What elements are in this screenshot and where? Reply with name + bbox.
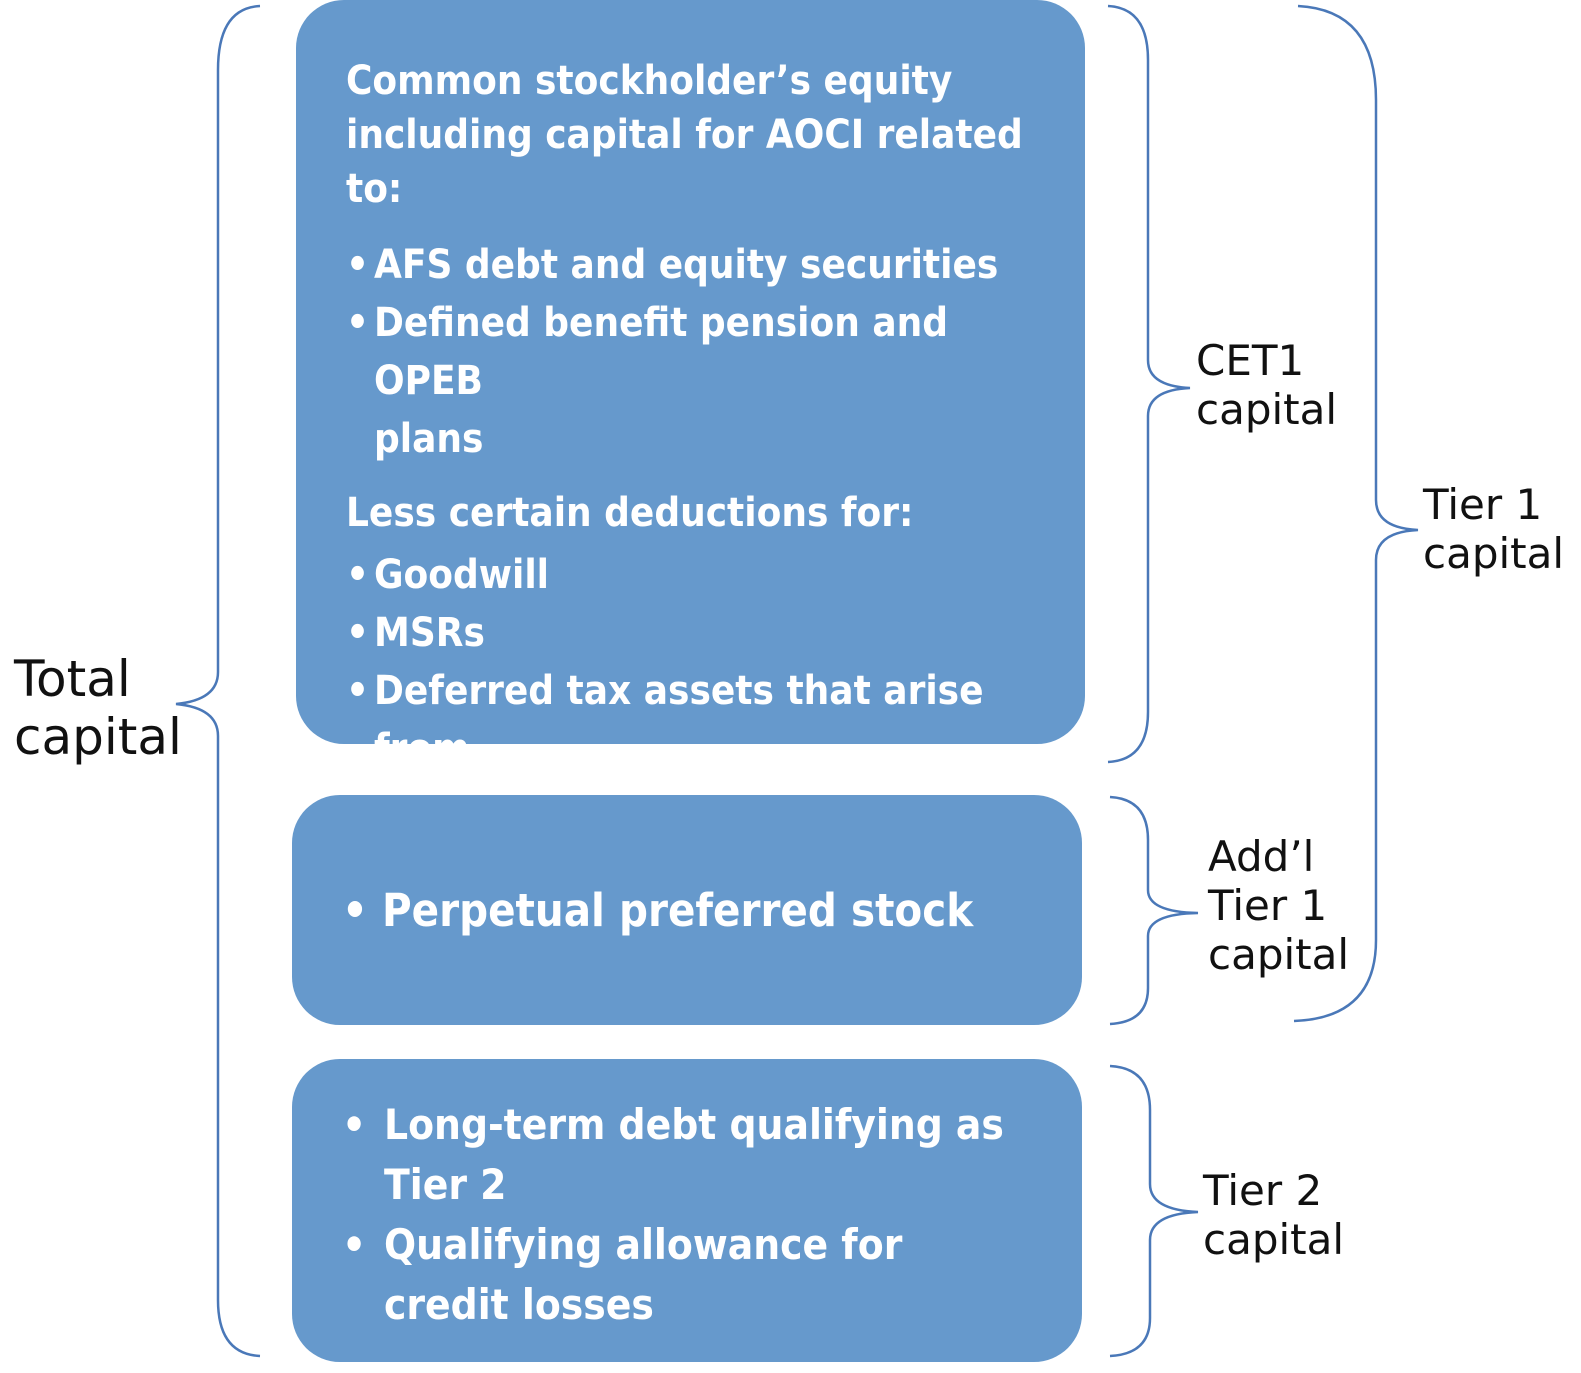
list-item-text: MSRs: [374, 610, 485, 656]
label-line: Tier 2: [1203, 1166, 1323, 1215]
tier2-capital-brace: [1109, 1064, 1199, 1358]
list-item-text: Tier 2: [384, 1160, 507, 1209]
cet1-capital-brace: [1107, 4, 1191, 764]
list-item-text: Perpetual preferred stock: [382, 884, 974, 937]
list-item: Goodwill: [346, 546, 1055, 604]
tier2-capital-box: Long-term debt qualifying as Tier 2 Quali…: [292, 1059, 1082, 1362]
list-item: Perpetual preferred stock: [342, 883, 973, 939]
list-item-text: Defined benefit pension and OPEB: [374, 300, 949, 404]
aoci-items-list: AFS debt and equity securities Defined b…: [346, 236, 1055, 468]
list-item: Long-term debt qualifying as Tier 2: [342, 1095, 1052, 1215]
total-capital-brace: [175, 4, 261, 1358]
label-line: Tier 1: [1423, 480, 1543, 529]
list-item-text: AFS debt and equity securities: [374, 242, 999, 288]
list-item: MSRs: [346, 604, 1055, 662]
tier2-capital-label: Tier 2 capital: [1203, 1166, 1344, 1264]
label-line: Add’l: [1208, 832, 1315, 881]
label-line: Total: [14, 650, 131, 708]
label-line: capital: [14, 708, 182, 766]
cet1-heading-line: Common stockholder’s equity: [346, 58, 953, 104]
list-item-text: plans: [374, 416, 484, 462]
list-item: Defined benefit pension and OPEB plans: [346, 294, 1055, 468]
deduction-items-list: Goodwill MSRs Deferred tax assets that a…: [346, 546, 1055, 836]
label-line: capital: [1423, 529, 1565, 578]
total-capital-label: Total capital: [14, 650, 182, 766]
label-line: CET1: [1196, 336, 1305, 385]
additional-tier1-capital-label: Add’l Tier 1 capital: [1208, 832, 1349, 979]
additional-tier1-capital-box: Perpetual preferred stock: [292, 795, 1082, 1025]
tier1-capital-label: Tier 1 capital: [1423, 480, 1564, 578]
list-item-text: credit losses: [384, 1280, 654, 1329]
label-line: capital: [1196, 385, 1338, 434]
tier1-capital-brace: [1293, 4, 1419, 1023]
cet1-capital-box: Common stockholder’s equity including ca…: [296, 0, 1085, 830]
tier2-items-list: Long-term debt qualifying as Tier 2 Quali…: [342, 1095, 1052, 1335]
label-line: capital: [1208, 930, 1350, 979]
additional-tier1-items-list: Perpetual preferred stock: [342, 883, 973, 939]
cet1-heading-line: including capital for AOCI related to:: [346, 112, 1023, 212]
list-item-text: Deferred tax assets that arise from: [374, 668, 984, 772]
label-line: capital: [1203, 1215, 1345, 1264]
deductions-heading: Less certain deductions for:: [346, 490, 914, 536]
list-item-text: Qualifying allowance for: [384, 1220, 903, 1269]
additional-tier1-capital-brace: [1109, 795, 1199, 1026]
cet1-box-heading: Common stockholder’s equity including ca…: [346, 54, 1055, 216]
list-item: Qualifying allowance for credit losses: [342, 1215, 1052, 1335]
list-item: AFS debt and equity securities: [346, 236, 1055, 294]
label-line: Tier 1: [1208, 881, 1328, 930]
cet1-capital-label: CET1 capital: [1196, 336, 1337, 434]
list-item-text: Long-term debt qualifying as: [384, 1100, 1004, 1149]
list-item-text: Goodwill: [374, 552, 549, 598]
